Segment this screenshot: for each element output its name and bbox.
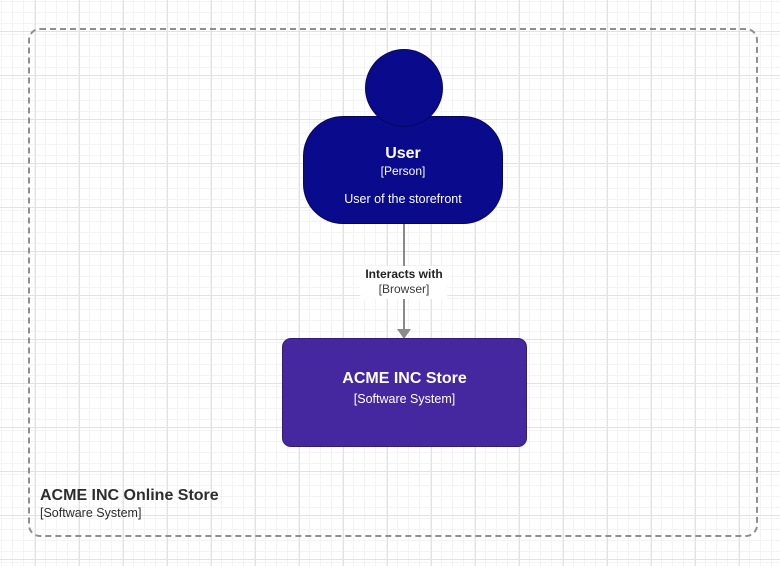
person-head-icon[interactable] <box>365 49 443 127</box>
person-description: User of the storefront <box>344 191 462 206</box>
boundary-subtitle: [Software System] <box>40 506 142 520</box>
system-name: ACME INC Store <box>342 369 467 387</box>
person-body[interactable]: User [Person] User of the storefront <box>303 116 503 224</box>
relationship-text: Interacts with <box>365 267 443 281</box>
arrowhead-icon <box>397 329 411 339</box>
system-boundary[interactable]: ACME INC Online Store [Software System] <box>28 28 758 537</box>
person-name: User <box>385 144 421 162</box>
boundary-title: ACME INC Online Store <box>40 487 219 504</box>
person-type: [Person] <box>380 163 426 178</box>
system-type: [Software System] <box>353 391 456 406</box>
system-node[interactable]: ACME INC Store [Software System] <box>282 338 527 447</box>
relationship-label[interactable]: Interacts with [Browser] <box>360 266 448 299</box>
relationship-technology: [Browser] <box>378 282 430 296</box>
boundary-label: ACME INC Online Store [Software System] <box>40 486 219 521</box>
